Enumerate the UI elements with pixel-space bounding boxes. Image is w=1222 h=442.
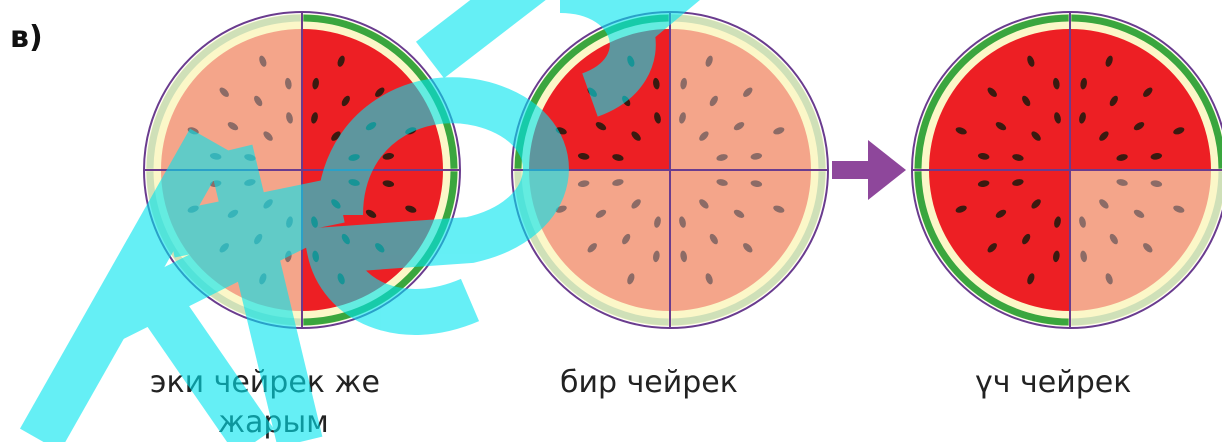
quarter-red: [302, 170, 443, 311]
arrow-head: [868, 140, 906, 200]
quarter-pale: [670, 170, 811, 311]
quarter-red: [1070, 29, 1211, 170]
caption-three-quarters: үч чейрек: [975, 363, 1131, 403]
right-arrow-icon: [832, 140, 906, 200]
quarter-pale: [529, 170, 670, 311]
quarter-red: [302, 29, 443, 170]
caption-two-quarters-line2: жарым: [218, 403, 329, 442]
quarter-pale: [161, 170, 302, 311]
caption-two-quarters: эки чейрек же: [150, 363, 380, 403]
watermelon-three-quarters: [912, 12, 1222, 328]
quarter-red: [929, 170, 1070, 311]
caption-one-quarter: бир чейрек: [560, 363, 738, 403]
quarter-red: [929, 29, 1070, 170]
quarter-red: [529, 29, 670, 170]
quarter-pale: [1070, 170, 1211, 311]
part-label: в): [10, 18, 43, 58]
watermelon-one-quarter: [512, 12, 828, 328]
quarter-pale: [161, 29, 302, 170]
quarter-pale: [670, 29, 811, 170]
watermelon-two-quarters: [144, 12, 460, 328]
